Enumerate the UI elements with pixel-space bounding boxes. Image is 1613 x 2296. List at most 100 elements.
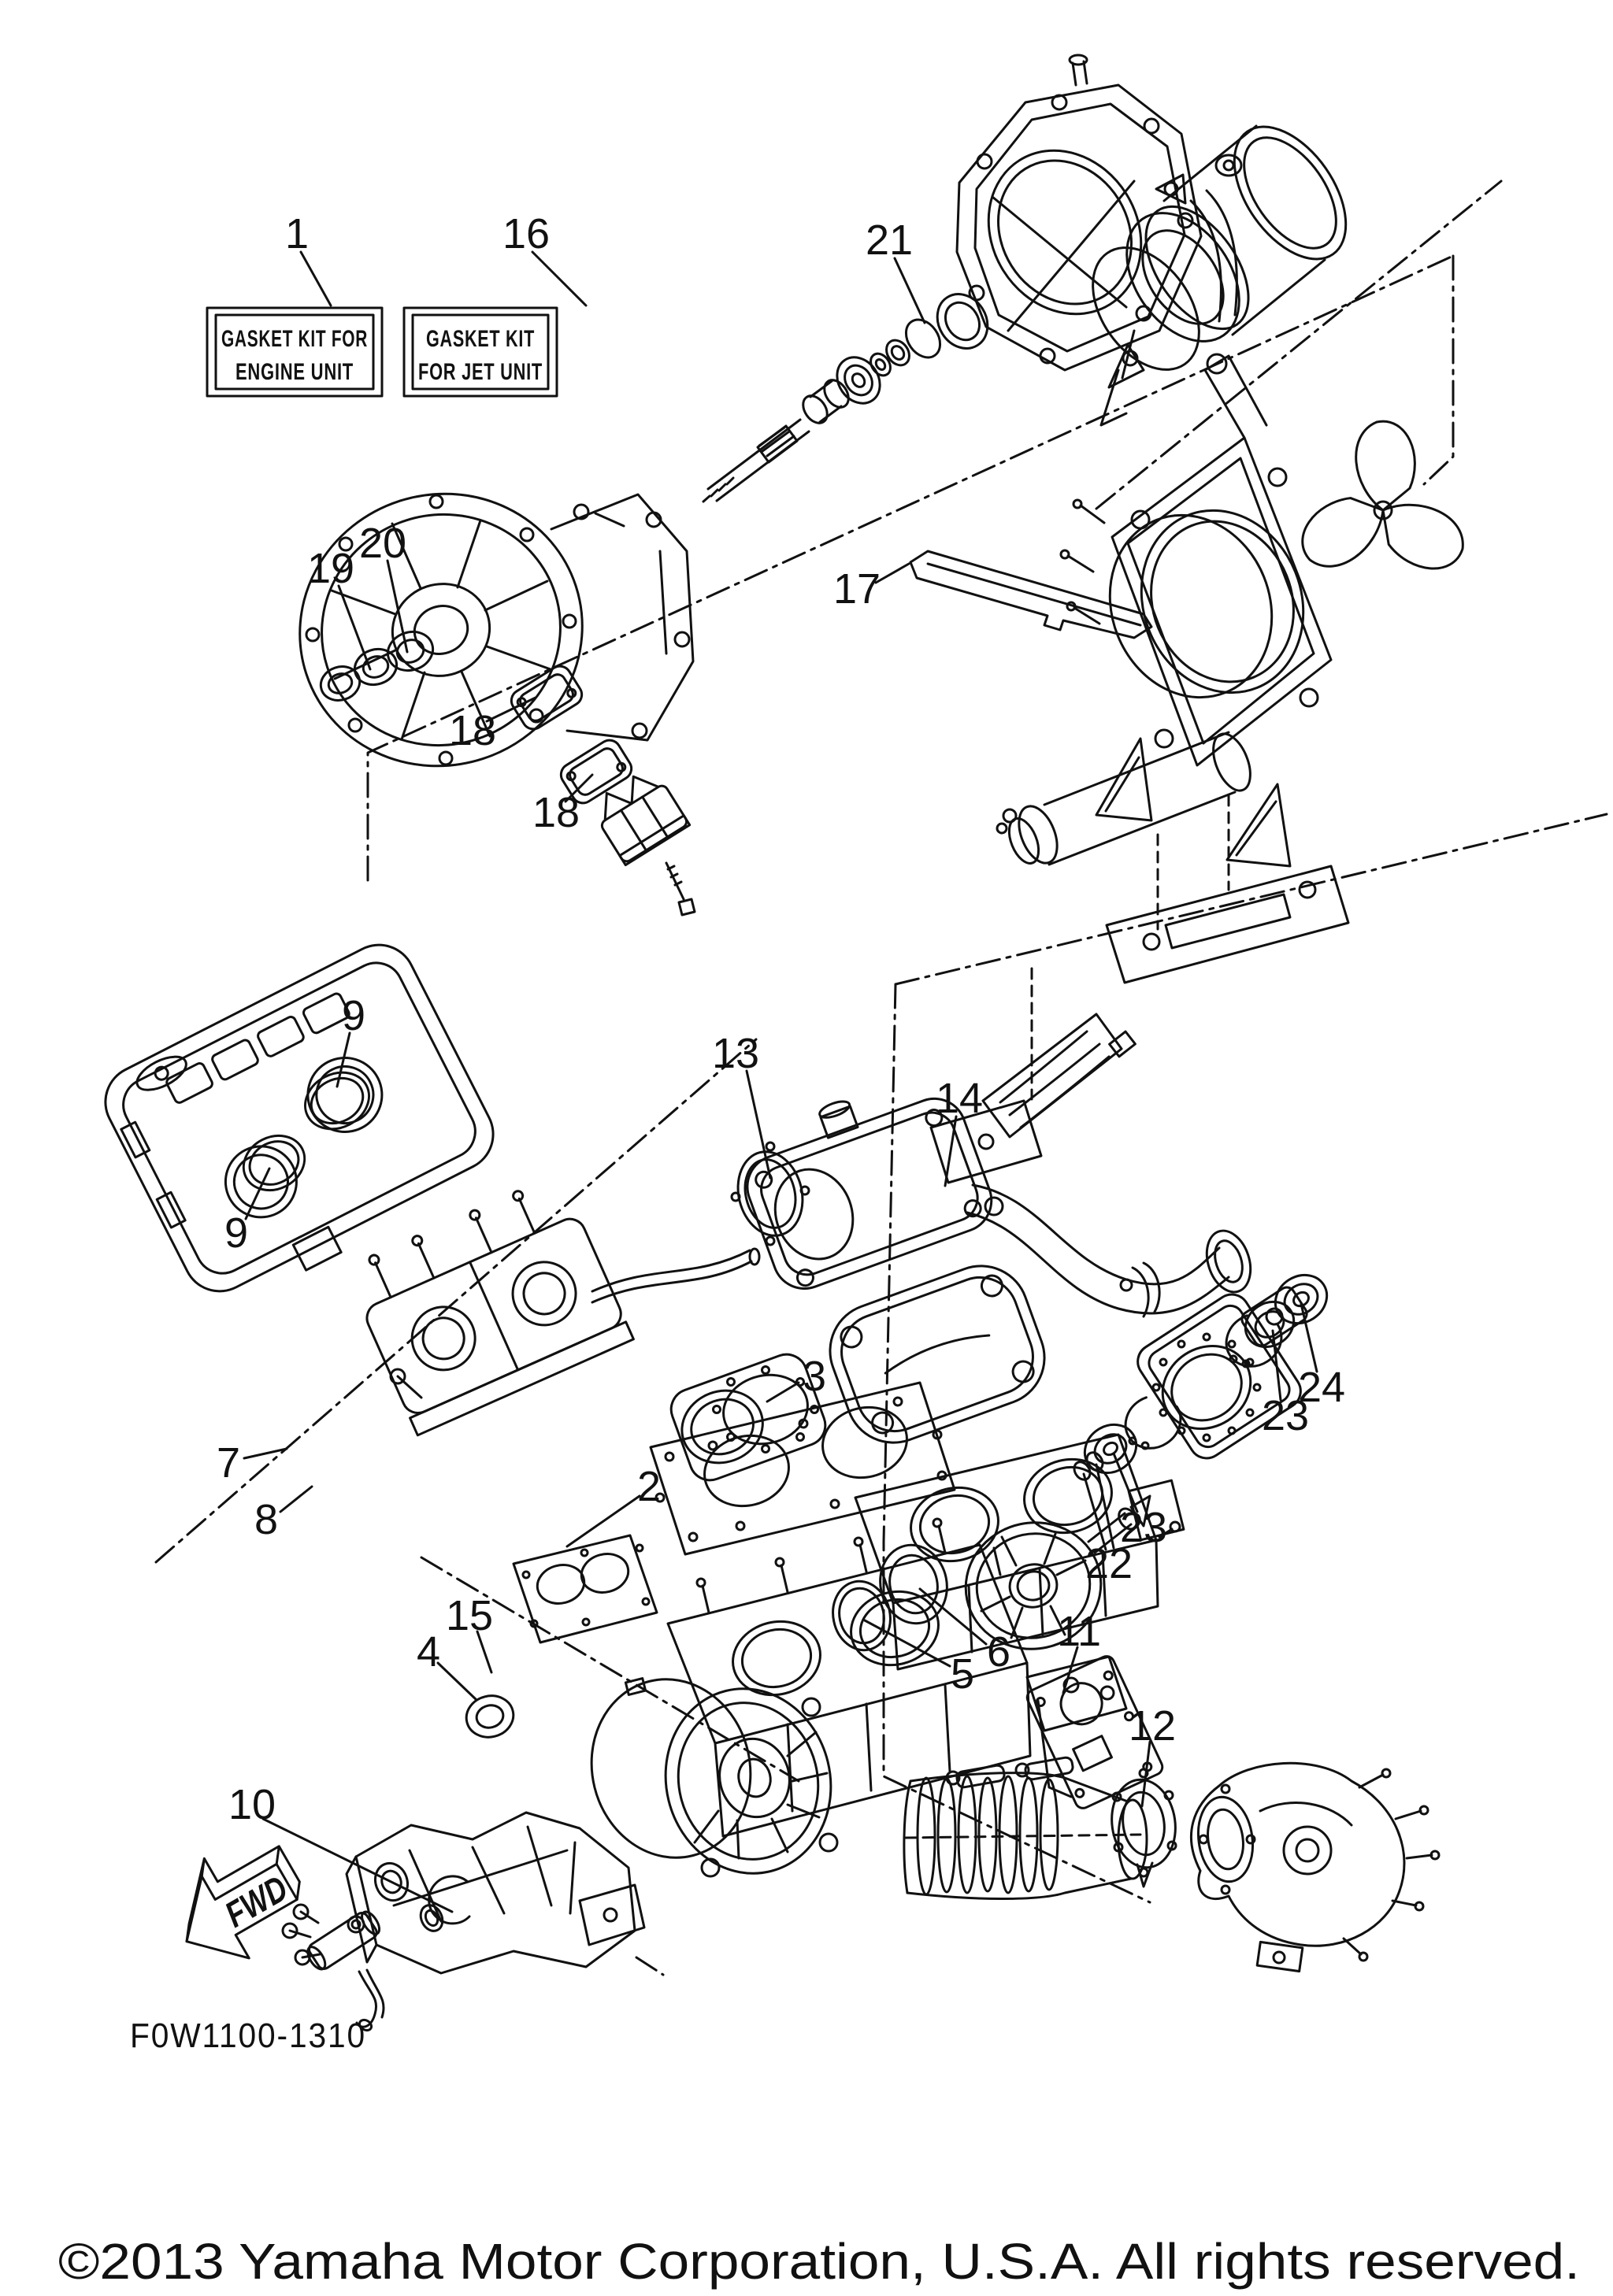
coupling-group <box>832 1494 1181 1652</box>
leader-line-3 <box>766 1381 800 1403</box>
transom-plate-and-impeller <box>1059 353 1464 767</box>
leader-line-11 <box>1062 1646 1079 1694</box>
jet-nozzle-duct <box>1092 124 1348 427</box>
copyright-text: ©2013 Yamaha Motor Corporation, U.S.A. A… <box>58 2233 1580 2290</box>
stay-rod-17 <box>909 550 1153 639</box>
callout-24: 24 <box>1298 1364 1345 1411</box>
leader-line-1 <box>299 250 332 307</box>
leader-line-23 <box>1112 1452 1139 1513</box>
callout-18: 18 <box>532 789 580 836</box>
kit-label-jet: GASKET KIT FOR JET UNIT <box>402 306 558 398</box>
impeller-blades <box>1301 420 1464 570</box>
driveshaft-group <box>702 318 942 503</box>
callout-20: 20 <box>359 520 406 567</box>
leader-line-10 <box>261 1817 454 1913</box>
exhaust-joint-group <box>903 1756 1441 1973</box>
leader-line-17 <box>874 562 910 584</box>
cylinder-head <box>669 1265 1046 1482</box>
leader-line-18 <box>564 773 594 803</box>
callout-18: 18 <box>449 707 496 754</box>
impeller-housing <box>298 492 695 768</box>
air-box <box>104 943 495 1293</box>
leader-line-18 <box>485 696 537 723</box>
intermediate-housing <box>936 54 1203 372</box>
callout-23: 23 <box>1120 1504 1167 1551</box>
exhaust-manifold <box>730 1097 1252 1318</box>
o-ring-9b <box>242 1134 306 1192</box>
leader-line-19 <box>337 584 372 671</box>
gasket-15 <box>590 1678 752 1859</box>
leader-line-22 <box>1082 1472 1107 1551</box>
oil-seal-4 <box>465 1694 515 1739</box>
cylinder-block <box>854 1433 1185 1671</box>
callout-4: 4 <box>417 1628 440 1676</box>
bearing-housing-group <box>1073 1273 1329 1481</box>
callout-8: 8 <box>254 1496 278 1543</box>
leader-line-24 <box>1300 1302 1318 1373</box>
callout-9: 9 <box>342 992 365 1039</box>
callout-3: 3 <box>803 1353 826 1400</box>
leader-line-13 <box>745 1069 772 1179</box>
o-ring-22 <box>1085 1451 1104 1472</box>
callout-7: 7 <box>217 1439 240 1487</box>
bearing-23a <box>1083 1423 1138 1475</box>
callout-6: 6 <box>987 1628 1010 1676</box>
carburetor-assembly <box>365 1190 761 1437</box>
callout-1: 1 <box>285 210 309 257</box>
figure-part-code: F0W1100-1310 <box>130 2016 366 2055</box>
callout-9: 9 <box>224 1209 248 1257</box>
base-gasket-2 <box>512 1534 658 1644</box>
kit-label-engine: GASKET KIT FOR ENGINE UNIT <box>206 306 384 398</box>
callout-17: 17 <box>833 565 881 613</box>
callout-13: 13 <box>712 1030 759 1077</box>
kit-label-jet-line2: FOR JET UNIT <box>418 359 543 385</box>
leader-line-7 <box>243 1447 288 1460</box>
head-gasket-plate <box>649 1381 956 1556</box>
fwd-label: FWD <box>218 1868 295 1935</box>
snap-ring <box>1124 1394 1182 1450</box>
callout-15: 15 <box>446 1592 493 1639</box>
callout-10: 10 <box>228 1781 276 1828</box>
leader-line-16 <box>531 250 588 307</box>
bearing-24 <box>1274 1273 1329 1325</box>
crank-cover-group <box>465 1677 839 1878</box>
mount-bracket-group <box>929 731 1350 1184</box>
leader-line-15 <box>476 1630 493 1674</box>
callout-16: 16 <box>502 210 550 257</box>
kit-label-engine-line2: ENGINE UNIT <box>235 359 354 385</box>
oil-seal-6 <box>879 1543 948 1625</box>
leader-lines <box>243 250 1318 1913</box>
leader-line-20 <box>386 559 409 654</box>
valve-gaskets-18 <box>510 665 696 917</box>
leader-line-22 <box>1095 1463 1115 1550</box>
leader-line-8 <box>279 1485 313 1513</box>
o-ring-21 <box>904 318 942 359</box>
callout-19: 19 <box>307 545 354 592</box>
leader-line-21 <box>893 257 926 324</box>
leader-line-6 <box>918 1587 988 1646</box>
seal-23b <box>1244 1300 1296 1349</box>
gasket-13 <box>736 1150 804 1237</box>
o-ring-9a <box>304 1071 370 1131</box>
callout-12: 12 <box>1129 1702 1176 1750</box>
leader-line-12 <box>1140 1740 1151 1808</box>
callout-5: 5 <box>951 1650 974 1698</box>
callout-14: 14 <box>936 1075 983 1122</box>
leader-line-14 <box>944 1115 958 1187</box>
callout-22: 22 <box>1085 1540 1133 1587</box>
snap-ring <box>1225 1313 1283 1368</box>
o-ring-22 <box>1073 1461 1092 1481</box>
callout-21: 21 <box>866 217 913 264</box>
leader-line-4 <box>436 1661 477 1701</box>
leader-line-23 <box>1271 1329 1282 1402</box>
callout-23: 23 <box>1262 1392 1309 1439</box>
diagram-line-art: FWD GASKET KIT FOR ENGINE UNIT GASKET KI… <box>104 54 1464 2032</box>
leader-line-9 <box>244 1167 271 1220</box>
leader-line-2 <box>565 1494 641 1548</box>
leader-line-5 <box>863 1619 951 1668</box>
kit-label-jet-line1: GASKET KIT <box>426 326 535 352</box>
leader-line-9 <box>336 1031 351 1088</box>
